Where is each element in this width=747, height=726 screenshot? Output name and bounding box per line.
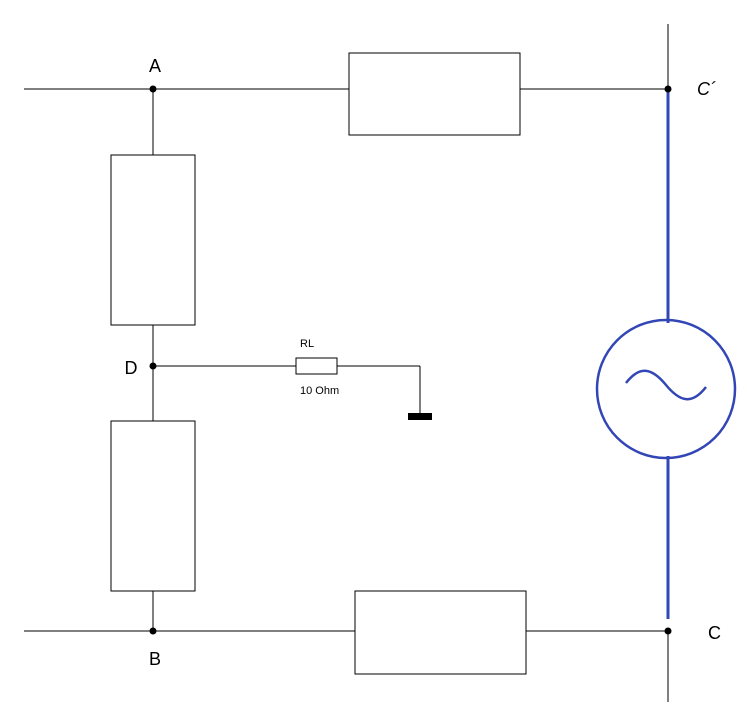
ground-symbol (408, 413, 432, 420)
node-label-d: D (125, 358, 138, 378)
junction-a (149, 85, 157, 93)
load-resistor (295, 357, 338, 375)
top-resistor (348, 52, 521, 136)
source-circle (595, 318, 737, 460)
load-wire (153, 365, 421, 413)
node-label-b: B (149, 649, 161, 669)
junction-c (664, 627, 672, 635)
load-resistor-value: 10 Ohm (300, 385, 339, 397)
upper-left-resistor (110, 154, 196, 326)
junction-d (149, 362, 157, 370)
bottom-resistor (354, 590, 527, 675)
node-label-a: A (149, 56, 161, 76)
junction-c-prime (664, 85, 672, 93)
ac-sine-wave-icon (625, 369, 707, 401)
junction-b (149, 627, 157, 635)
load-resistor-name: RL (300, 338, 314, 350)
node-label-c-prime: C´ (697, 79, 716, 99)
node-label-c: C (708, 623, 721, 643)
junction-dots (149, 85, 672, 635)
ac-source (595, 89, 737, 619)
lower-left-resistor (110, 420, 196, 592)
